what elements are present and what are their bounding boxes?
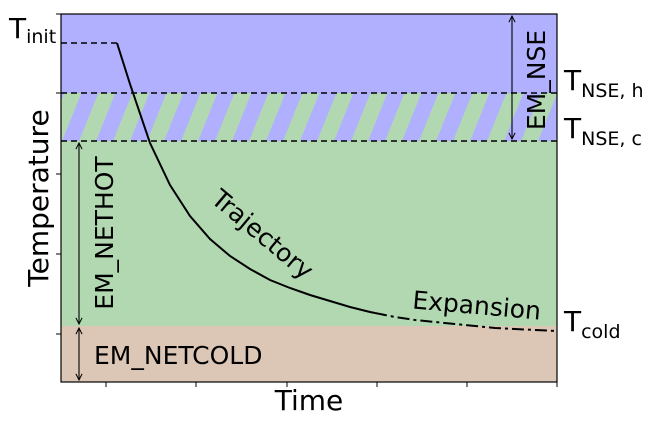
- t-nse-c-label: TNSE, c: [563, 112, 642, 150]
- y-axis-label: Temperature: [22, 109, 55, 287]
- t-nse-h-main: T: [563, 64, 582, 97]
- trajectory-curve: [116, 42, 376, 314]
- em-nethot-label: EM_NETHOT: [90, 156, 119, 310]
- y-ticks: [56, 13, 61, 335]
- axes-frame: [60, 13, 558, 383]
- t-init-label: Tinit: [8, 12, 56, 48]
- region-nse-hatch: [61, 93, 557, 141]
- t-cold-main: T: [563, 305, 582, 338]
- t-init-sub: init: [26, 26, 56, 48]
- t-cold-sub: cold: [581, 321, 620, 343]
- em-netcold-label: EM_NETCOLD: [94, 341, 262, 370]
- t-nse-c-main: T: [563, 112, 582, 145]
- x-axis-label: Time: [274, 384, 344, 417]
- expansion-curve: [374, 312, 558, 332]
- em-nse-label: EM_NSE: [522, 30, 551, 130]
- t-nse-h-label: TNSE, h: [563, 64, 644, 102]
- t-nse-c-sub: NSE, c: [581, 128, 642, 150]
- region-netcold: [61, 326, 557, 382]
- t-nse-h-sub: NSE, h: [581, 80, 643, 102]
- t-init-main: T: [8, 12, 27, 45]
- t-cold-label: Tcold: [563, 305, 621, 343]
- x-ticks: [105, 382, 558, 387]
